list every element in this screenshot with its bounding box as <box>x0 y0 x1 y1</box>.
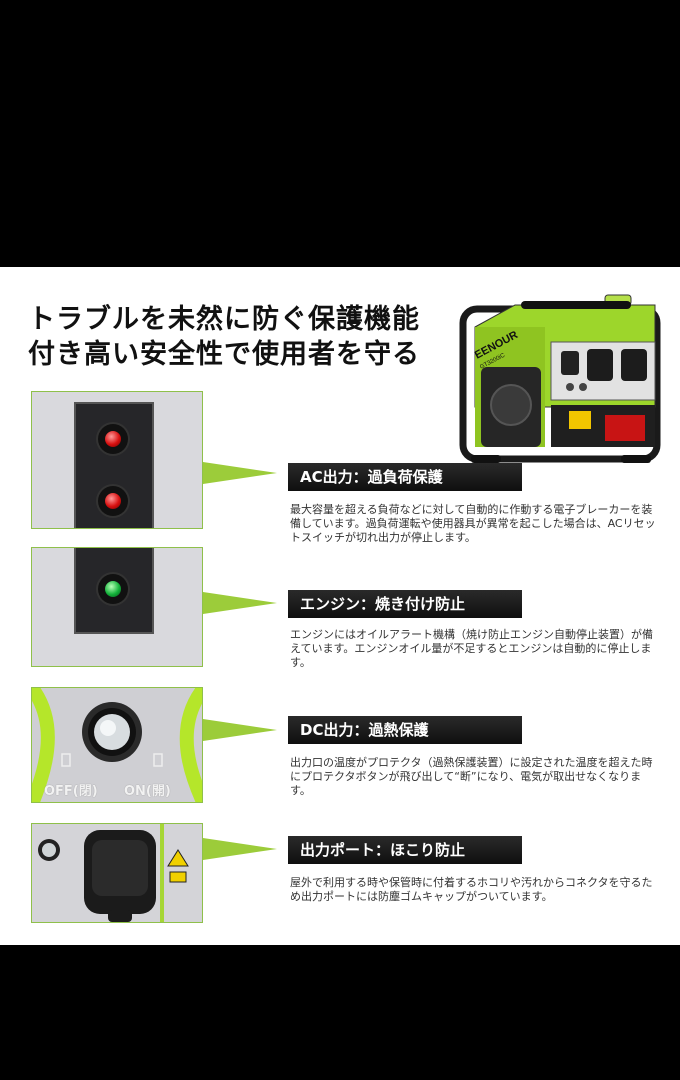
green-lamp-icon <box>98 574 128 604</box>
ac-overload-image <box>31 391 203 529</box>
generator-image: EENOUR GT3200iC <box>459 294 661 463</box>
feature-desc-port: 屋外で利用する時や保管時に付着するホコリや汚れからコネクタを守るため出力ポートに… <box>290 876 653 903</box>
feature-title-port: 出力ポート：ほこり防止 <box>288 836 522 864</box>
feature-title-engine: エンジン：焼き付け防止 <box>288 590 522 618</box>
dc-off-label: OFF(閉) <box>44 784 98 799</box>
pointer-arrow <box>203 838 277 860</box>
feature-title-ac: AC出力：過負荷保護 <box>288 463 522 491</box>
pointer-arrow <box>203 592 277 614</box>
pointer-arrow <box>203 719 277 741</box>
indicator-box <box>74 402 154 528</box>
dust-cap-panel <box>38 824 189 922</box>
feature-title-dc: DC出力：過熱保護 <box>288 716 522 744</box>
dc-overheat-image: OFF(閉) ON(開) <box>31 687 203 803</box>
pointer-arrow <box>203 462 277 484</box>
warning-icon <box>167 849 189 867</box>
engine-protection-image <box>31 547 203 667</box>
red-lamp-icon <box>98 486 128 516</box>
headline-line-2: 付き高い安全性で使用者を守る <box>28 339 420 370</box>
manual-icon <box>169 871 187 883</box>
red-lamp-icon <box>98 424 128 454</box>
headline-line-1: トラブルを未然に防ぐ保護機能 <box>28 304 420 335</box>
feature-panel: トラブルを未然に防ぐ保護機能 付き高い安全性で使用者を守る EENOUR GT3… <box>0 267 680 945</box>
indicator-box <box>74 548 154 634</box>
dc-on-label: ON(開) <box>124 784 171 799</box>
dc-switch-panel <box>32 688 202 802</box>
feature-desc-dc: 出力口の温度がプロテクタ（過熱保護装置）に設定された温度を超えた時にプロテクタボ… <box>290 756 653 797</box>
feature-desc-ac: 最大容量を超える負荷などに対して自動的に作動する電子ブレーカーを装備しています。… <box>290 503 656 544</box>
dust-cap-image <box>31 823 203 923</box>
feature-desc-engine: エンジンにはオイルアラート機構（焼け防止エンジン自動停止装置）が備えています。エ… <box>290 628 653 669</box>
